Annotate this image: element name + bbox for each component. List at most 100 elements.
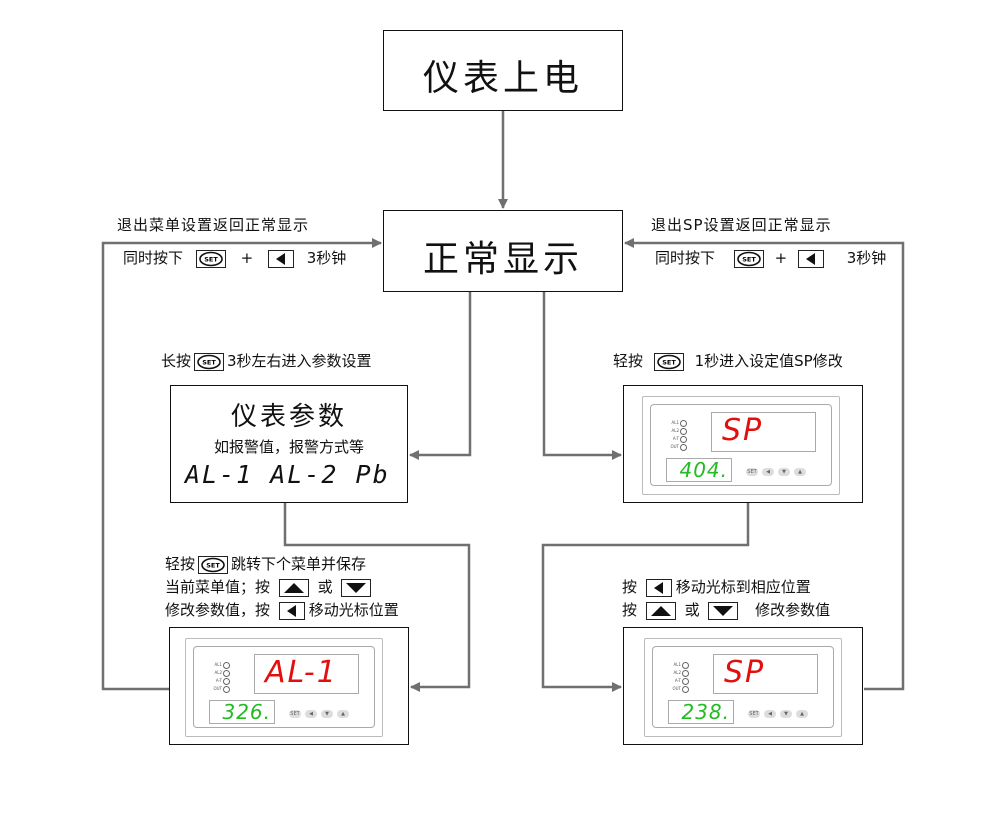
panel-down-button: ▼ [321,710,333,718]
led-icon [223,685,230,693]
long-press-label: 长按 SET 3秒左右进入参数设置 [161,352,372,371]
led-out: OUT [669,685,689,693]
led-icon [680,443,687,451]
left-key-icon [645,578,672,597]
down-key-icon [341,578,372,597]
led-icon [682,685,689,693]
bottom-display: 404. [666,458,732,482]
led-al2: AL2 [669,669,689,677]
set-key-icon: SET [194,352,225,371]
bottom-display-value: 238. [681,700,730,724]
led-al1: AL1 [667,419,687,427]
al1-edit-frame: AL1 AL2 A-T OUT AL-1 326. SET ◀ ▼ ▲ [169,627,409,745]
params-codes: AL-1 AL-2 Pb [185,460,390,489]
led-icon [682,677,689,685]
params-subtitle: 如报警值，报警方式等 [213,438,364,456]
panel-up-button: ▲ [337,710,349,718]
set-key-icon: SET [195,249,226,268]
led-icon [680,427,687,435]
led-al1: AL1 [669,661,689,669]
controller-bezel: AL1 AL2 A-T OUT SP 238. SET ◀ ▼ ▲ [652,646,834,728]
arrow-normal-to-sp [542,292,622,460]
led-icon [223,677,230,685]
exit-sp-label: 退出SP设置返回正常显示 [651,216,832,234]
bottom-display: 326. [209,700,275,724]
short-press-label: 轻按 SET 1秒进入设定值SP修改 [613,352,843,371]
power-on-title: 仪表上电 [422,58,583,99]
led-at: A-T [669,677,689,685]
led-indicators: AL1 AL2 A-T OUT [210,661,230,693]
panel-left-button: ◀ [764,710,776,718]
led-out: OUT [667,443,687,451]
params-box: 仪表参数 如报警值，报警方式等 AL-1 AL-2 Pb [170,385,408,503]
led-icon [223,661,230,669]
exit-menu-key-combo: 同时按下 SET + 3秒钟 [123,249,347,268]
panel-up-button: ▲ [794,468,806,476]
set-key-icon: SET [733,249,764,268]
right-instr-line2: 按 或 修改参数值 [622,601,831,620]
top-display-value: SP [724,655,766,690]
right-instr-line1: 按 移动光标到相应位置 [622,578,811,597]
led-al2: AL2 [210,669,230,677]
down-key-icon [708,601,739,620]
sp-edit-frame: AL1 AL2 A-T OUT SP 238. SET ◀ ▼ ▲ [623,627,863,745]
panel-left-button: ◀ [762,468,774,476]
bottom-display-value: 326. [222,700,271,724]
right-instruction: 按 移动光标到相应位置 按 或 修改参数值 [622,576,830,622]
left-instruction: 轻按 SET 跳转下个菜单并保存 当前菜单值；按 或 修改参数值，按 移动光标位… [165,553,399,622]
led-at: A-T [667,435,687,443]
led-icon [680,435,687,443]
led-icon [680,419,687,427]
normal-display-title: 正常显示 [422,239,583,280]
controller-bezel: AL1 AL2 A-T OUT SP 404. SET ◀ ▼ ▲ [650,404,832,486]
power-on-box: 仪表上电 [383,30,623,111]
left-key-icon [797,249,824,268]
left-instr-line3: 修改参数值，按 移动光标位置 [165,601,399,620]
panel-down-button: ▼ [778,468,790,476]
controller-faceplate: AL1 AL2 A-T OUT SP 238. SET ◀ ▼ ▲ [644,638,842,737]
led-indicators: AL1 AL2 A-T OUT [669,661,689,693]
panel-set-button: SET [746,468,758,476]
led-icon [682,669,689,677]
panel-down-button: ▼ [780,710,792,718]
led-icon [223,669,230,677]
svg-text:SET: SET [204,255,218,263]
svg-text:SET: SET [202,358,216,366]
arrow-sp-to-spedit [541,503,750,692]
exit-menu-label: 退出菜单设置返回正常显示 [117,216,310,234]
arrow-spedit-back-to-normal [624,238,905,691]
up-key-icon [645,601,676,620]
top-display: SP [711,412,816,452]
top-display: AL-1 [254,654,359,694]
svg-text:SET: SET [206,561,220,569]
left-instr-line1: 轻按 SET 跳转下个菜单并保存 [165,555,367,574]
set-key-icon: SET [653,352,684,371]
set-key-icon: SET [198,555,229,574]
panel-up-button: ▲ [796,710,808,718]
led-al2: AL2 [667,427,687,435]
arrow-params-to-edit [283,503,471,692]
led-at: A-T [210,677,230,685]
controller-faceplate: AL1 AL2 A-T OUT SP 404. SET ◀ ▼ ▲ [642,396,840,495]
led-icon [682,661,689,669]
panel-set-button: SET [289,710,301,718]
top-display: SP [713,654,818,694]
svg-text:SET: SET [742,255,756,263]
svg-text:SET: SET [662,358,676,366]
arrow-edit-back-to-normal [101,238,382,691]
arrow-normal-to-params [409,292,472,460]
controller-bezel: AL1 AL2 A-T OUT AL-1 326. SET ◀ ▼ ▲ [193,646,375,728]
left-instr-line2: 当前菜单值；按 或 [165,576,399,599]
controller-faceplate: AL1 AL2 A-T OUT AL-1 326. SET ◀ ▼ ▲ [185,638,383,737]
led-out: OUT [210,685,230,693]
bottom-display-value: 404. [679,458,728,482]
exit-sp-key-combo: 同时按下 SET + 3秒钟 [655,249,887,268]
left-key-icon [267,249,294,268]
top-display-value: SP [722,413,764,448]
led-indicators: AL1 AL2 A-T OUT [667,419,687,451]
left-key-icon [278,601,305,620]
led-al1: AL1 [210,661,230,669]
up-key-icon [278,578,309,597]
sp-view-frame: AL1 AL2 A-T OUT SP 404. SET ◀ ▼ ▲ [623,385,863,503]
